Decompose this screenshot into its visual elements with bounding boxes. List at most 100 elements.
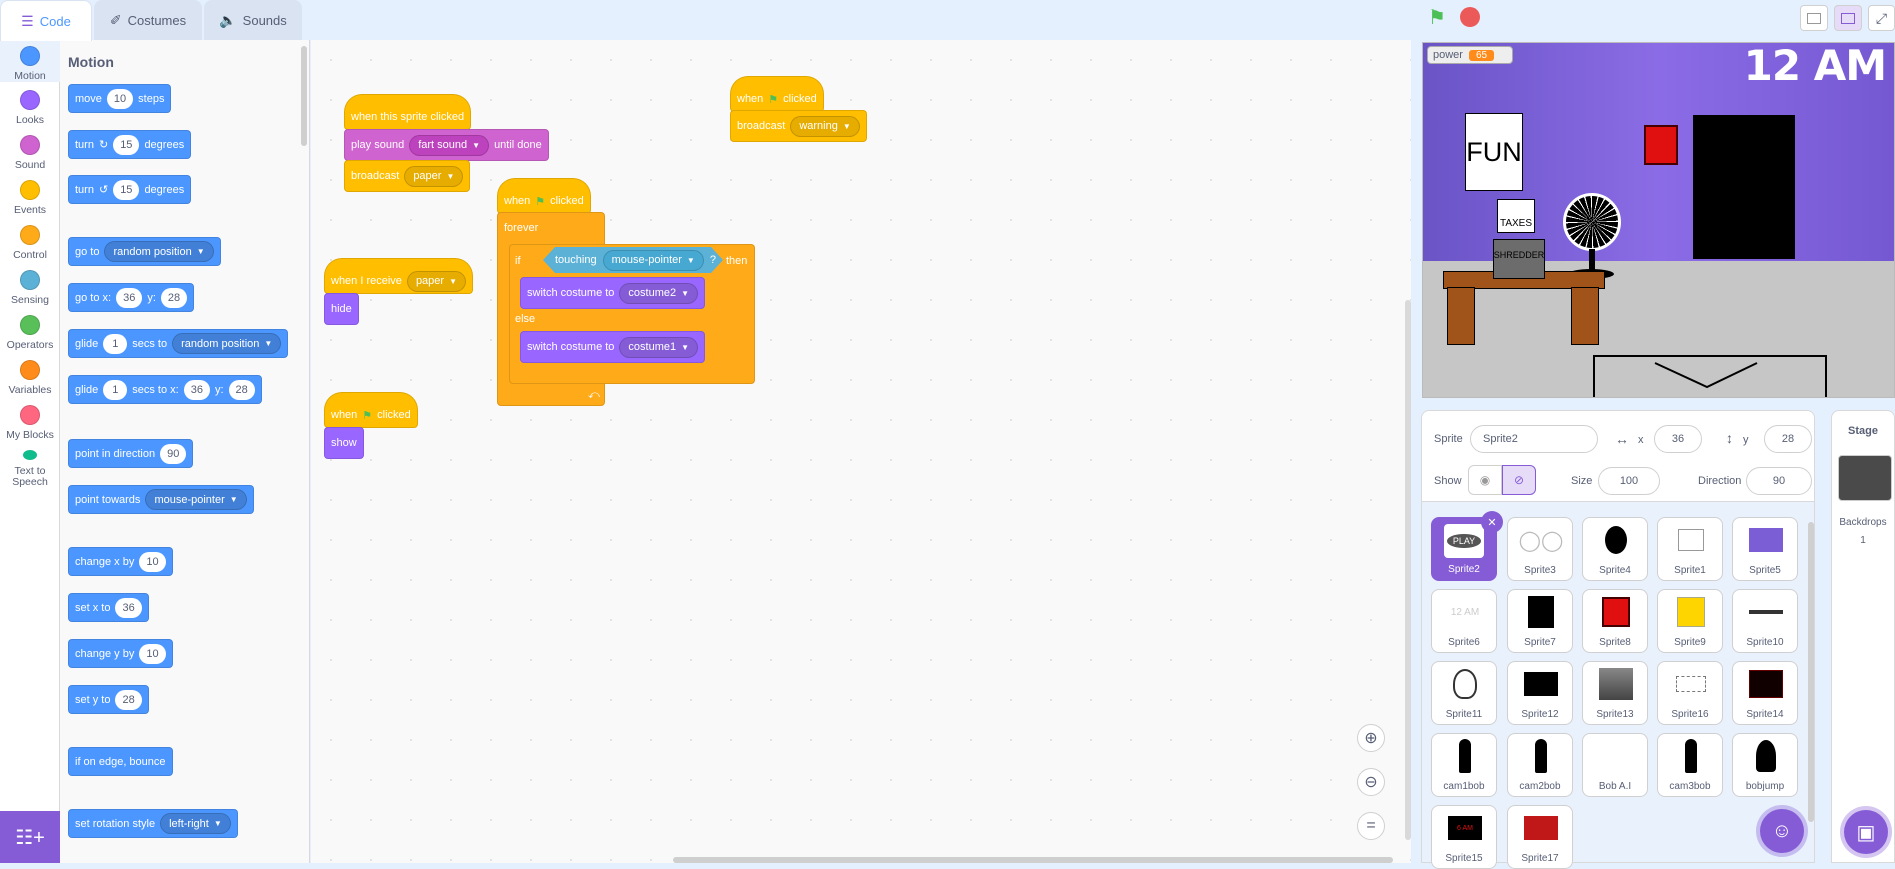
sprite-tile-sprite1[interactable]: Sprite1 bbox=[1657, 517, 1723, 581]
choose-sprite-button[interactable]: ☺ bbox=[1760, 809, 1804, 853]
sprite-tile-sprite10[interactable]: Sprite10 bbox=[1732, 589, 1798, 653]
x-field[interactable]: 36 bbox=[1654, 425, 1702, 453]
sprite4-thumbnail bbox=[1596, 523, 1636, 557]
backdrops-count: 1 bbox=[1860, 535, 1866, 546]
sprite-tile-sprite2[interactable]: PLAY Sprite2 ✕ bbox=[1431, 511, 1503, 581]
hat-when-flag-clicked-1[interactable]: when⚑clicked bbox=[730, 76, 824, 112]
power-value: 65 bbox=[1468, 49, 1495, 61]
sprite-tile-sprite3[interactable]: ◯◯Sprite3 bbox=[1507, 517, 1573, 581]
sprite-tile-sprite4[interactable]: Sprite4 bbox=[1582, 517, 1648, 581]
category-operators[interactable]: Operators bbox=[0, 315, 60, 351]
sprite-tile-sprite8[interactable]: Sprite8 bbox=[1582, 589, 1648, 653]
zoom-in-button[interactable]: ⊕ bbox=[1357, 724, 1385, 752]
block-bounce[interactable]: if on edge, bounce bbox=[68, 747, 173, 776]
sprite-tile-sprite11[interactable]: Sprite11 bbox=[1431, 661, 1497, 725]
category-sensing[interactable]: Sensing bbox=[0, 270, 60, 306]
y-field[interactable]: 28 bbox=[1764, 425, 1812, 453]
tab-sounds[interactable]: 🔈 Sounds bbox=[204, 0, 302, 40]
category-events[interactable]: Events bbox=[0, 180, 60, 216]
stage-target-pane[interactable]: Stage Backdrops 1 ▣ bbox=[1831, 410, 1895, 863]
category-looks[interactable]: Looks bbox=[0, 90, 60, 126]
sprite-tile-sprite5[interactable]: Sprite5 bbox=[1732, 517, 1798, 581]
add-extension-button[interactable]: ☷+ bbox=[0, 811, 60, 863]
size-field[interactable]: 100 bbox=[1598, 467, 1660, 495]
direction-field[interactable]: 90 bbox=[1746, 467, 1812, 495]
category-text-to-speech[interactable]: Text to Speech bbox=[0, 450, 60, 488]
touching-condition[interactable]: touching mouse-pointer▼ ? bbox=[543, 247, 723, 273]
sprite5-thumbnail bbox=[1746, 523, 1786, 557]
sprite-tile-sprite9[interactable]: Sprite9 bbox=[1657, 589, 1723, 653]
sprite-list-scrollbar[interactable] bbox=[1808, 522, 1814, 822]
category-variables[interactable]: Variables bbox=[0, 360, 60, 396]
zoom-reset-button[interactable]: = bbox=[1357, 812, 1385, 840]
category-sound[interactable]: Sound bbox=[0, 135, 60, 171]
block-hide[interactable]: hide bbox=[324, 293, 359, 325]
sprite-tile-sprite7[interactable]: Sprite7 bbox=[1507, 589, 1573, 653]
tab-costumes[interactable]: ✐ Costumes bbox=[94, 0, 202, 40]
bob-ai-thumbnail bbox=[1596, 739, 1636, 773]
show-label: Show bbox=[1434, 475, 1462, 487]
delete-sprite-button[interactable]: ✕ bbox=[1481, 511, 1503, 533]
choose-backdrop-button[interactable]: ▣ bbox=[1844, 810, 1888, 854]
camera-toggle-bar bbox=[1593, 355, 1827, 397]
sprite-tile-cam3bob[interactable]: cam3bob bbox=[1657, 733, 1723, 797]
category-my-blocks[interactable]: My Blocks bbox=[0, 405, 60, 441]
stage-canvas[interactable]: power 65 12 AM FUN TAXES SHREDDER bbox=[1422, 42, 1895, 398]
sprite-tile-sprite17[interactable]: Sprite17 bbox=[1507, 805, 1573, 869]
sprite-tile-sprite16[interactable]: Sprite16 bbox=[1657, 661, 1723, 725]
sprite-tile-bobjump[interactable]: bobjump bbox=[1732, 733, 1798, 797]
sprite-tile-bob-ai[interactable]: Bob A.I bbox=[1582, 733, 1648, 797]
vertical-scrollbar[interactable] bbox=[1405, 300, 1411, 840]
cam2bob-thumbnail bbox=[1521, 739, 1561, 773]
zoom-out-button[interactable]: ⊖ bbox=[1357, 768, 1385, 796]
hat-when-flag-clicked-3[interactable]: when⚑clicked bbox=[324, 392, 418, 428]
block-show[interactable]: show bbox=[324, 427, 364, 459]
sprite-tile-sprite12[interactable]: Sprite12 bbox=[1507, 661, 1573, 725]
hat-when-sprite-clicked[interactable]: when this sprite clicked bbox=[344, 94, 472, 130]
sprite-name-field[interactable]: Sprite2 bbox=[1470, 425, 1598, 453]
show-hidden-button[interactable]: ⊘ bbox=[1502, 465, 1536, 495]
green-flag-button[interactable]: ⚑ bbox=[1424, 4, 1450, 30]
normal-stage-button[interactable] bbox=[1834, 5, 1862, 31]
tab-code[interactable]: ☰ Code bbox=[0, 0, 92, 41]
show-visible-button[interactable]: ◉ bbox=[1468, 465, 1502, 495]
sprite-tile-sprite13[interactable]: Sprite13 bbox=[1582, 661, 1648, 725]
stop-button[interactable] bbox=[1460, 7, 1480, 27]
sprite-tile-cam2bob[interactable]: cam2bob bbox=[1507, 733, 1573, 797]
fullscreen-button[interactable]: ⤢ bbox=[1868, 5, 1895, 31]
sprite-tile-cam1bob[interactable]: cam1bob bbox=[1431, 733, 1497, 797]
category-motion[interactable]: Motion bbox=[0, 40, 60, 82]
script-area[interactable] bbox=[311, 40, 1411, 863]
sprite-list: PLAY Sprite2 ✕ ◯◯Sprite3 Sprite4 Sprite1… bbox=[1421, 502, 1815, 869]
small-stage-button[interactable] bbox=[1800, 5, 1828, 31]
sprite14-thumbnail bbox=[1746, 667, 1786, 701]
sprite-tile-sprite14[interactable]: Sprite14 bbox=[1732, 661, 1798, 725]
horizontal-scrollbar[interactable] bbox=[673, 857, 1393, 863]
category-control[interactable]: Control bbox=[0, 225, 60, 261]
hat-when-flag-clicked-2[interactable]: when⚑clicked bbox=[497, 178, 591, 214]
palette-scrollbar[interactable] bbox=[301, 46, 307, 146]
y-label: y bbox=[1743, 434, 1749, 446]
